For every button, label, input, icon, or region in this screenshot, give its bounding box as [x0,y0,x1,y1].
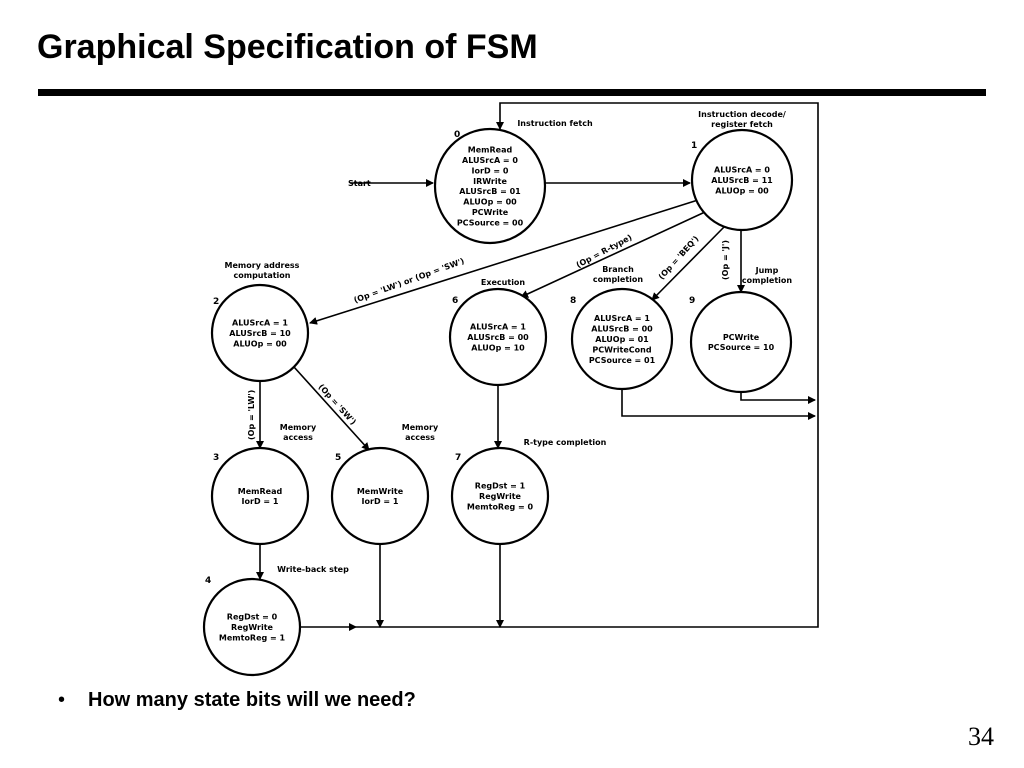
state-6-circle [448,287,548,387]
state-9-label: completion [742,276,793,285]
state-8-line: PCSource = 01 [589,356,656,365]
state-0-line: PCWrite [472,208,509,217]
start-label: Start [348,179,371,188]
transition-sw-label: (Op = 'SW') [317,382,358,426]
state-1-label: register fetch [711,120,773,129]
state-1-line: ALUOp = 00 [715,186,769,195]
state-0-circle [433,127,547,245]
edge-1-to-8 [651,224,727,301]
state-4-circle [202,577,302,677]
state-1-number: 1 [691,141,697,151]
state-6-line: ALUSrcB = 00 [467,333,529,342]
state-0-line: IorD = 0 [472,166,509,175]
state-0-number: 0 [454,130,460,140]
state-7-line: RegDst = 1 [475,482,526,491]
state-8-number: 8 [570,296,576,306]
state-4-line: RegDst = 0 [227,613,278,622]
state-2-label: computation [234,271,291,280]
state-5-line: MemWrite [357,487,404,496]
state-3-line: IorD = 1 [242,497,279,506]
state-3-number: 3 [213,453,219,463]
edge-8-return [621,389,816,420]
state-7-number: 7 [455,453,461,463]
slide-title: Graphical Specification of FSM [37,28,538,66]
state-5-circle [330,446,430,546]
state-9-number: 9 [689,296,695,306]
state-4-number: 4 [205,576,211,586]
state-2-line: ALUSrcB = 10 [229,329,291,338]
title-underline [38,89,986,96]
bullet-dot: • [58,689,66,711]
state-0-line: ALUSrcB = 01 [459,187,521,196]
state-5-line: IorD = 1 [362,497,399,506]
state-5-label: Memory [402,423,439,432]
transition-lw-sw-label: (Op = 'LW') or (Op = 'SW') [353,256,466,304]
state-6-number: 6 [452,296,458,306]
state-8-line: ALUSrcA = 1 [594,314,650,323]
state-0-line: PCSource = 00 [457,218,524,227]
page-number: 34 [968,722,994,751]
state-2-label: Memory address [225,261,300,270]
edge-bottom-bus [356,102,819,628]
state-5-label: access [405,433,435,442]
state-9-line: PCWrite [723,333,760,342]
state-8-line: ALUOp = 01 [595,335,649,344]
state-1-line: ALUSrcB = 11 [711,176,773,185]
state-4-line: RegWrite [231,623,274,632]
edge-1-to-2 [309,199,699,325]
transition-jump-label: (Op = 'J') [721,240,730,280]
state-9-circle [689,290,793,394]
state-6-line: ALUOp = 10 [471,343,525,352]
state-7-label: R-type completion [524,438,607,447]
state-8-circle [570,287,674,391]
state-6-label: Execution [481,278,526,287]
state-0-line: ALUSrcA = 0 [462,156,518,165]
state-9-label: Jump [755,266,779,275]
edge-2-to-5 [293,366,370,451]
state-2-line: ALUSrcA = 1 [232,319,288,328]
state-8-label: completion [593,275,644,284]
state-3-line: MemRead [238,487,283,496]
state-9-line: PCSource = 10 [708,343,775,352]
state-2-number: 2 [213,297,219,307]
state-8-line: PCWriteCond [592,345,651,354]
state-4-label: Write-back step [277,565,349,574]
transition-lw-label: (Op = 'LW') [247,390,256,440]
bullet-question: • How many state bits will we need? [58,689,416,712]
state-4-line: MemtoReg = 1 [219,633,286,642]
state-6-line: ALUSrcA = 1 [470,323,526,332]
edge-9-return [740,392,816,404]
state-7-circle [450,446,550,546]
state-2-line: ALUOp = 00 [233,339,287,348]
state-7-line: RegWrite [479,492,522,501]
state-0-label: Instruction fetch [517,119,593,128]
state-3-label: Memory [280,423,317,432]
state-8-label: Branch [602,265,634,274]
state-2-circle [210,283,310,383]
state-8-line: ALUSrcB = 00 [591,325,653,334]
edge-1-to-6 [520,211,706,298]
state-5-number: 5 [335,453,341,463]
state-0-line: MemRead [468,146,513,155]
state-1-label: Instruction decode/ [698,110,786,119]
state-1-line: ALUSrcA = 0 [714,166,770,175]
bullet-text: How many state bits will we need? [88,689,416,711]
state-1-circle [690,128,794,232]
state-3-circle [210,446,310,546]
state-7-line: MemtoReg = 0 [467,502,534,511]
state-3-label: access [283,433,313,442]
state-0-line: ALUOp = 00 [463,198,517,207]
state-0-line: IRWrite [473,177,507,186]
